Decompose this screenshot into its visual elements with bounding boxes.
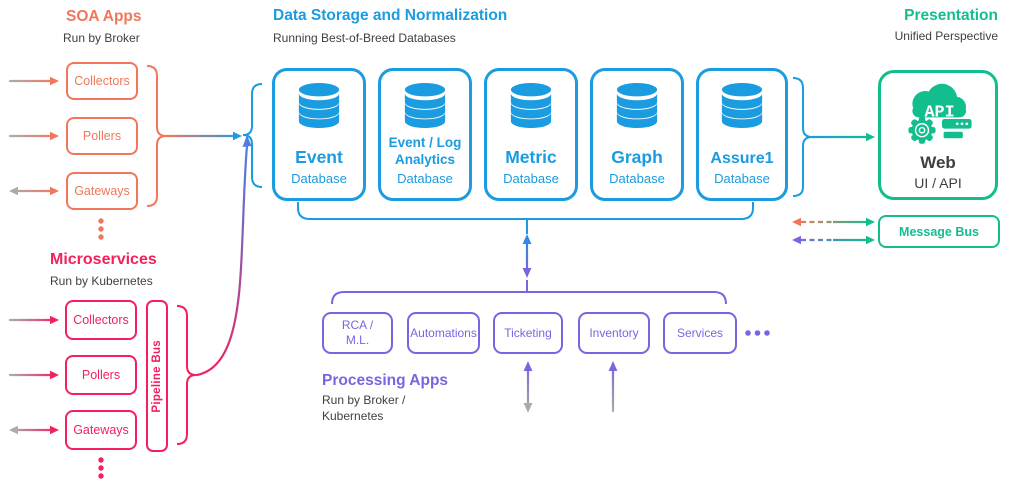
svg-text:API: API	[924, 104, 954, 123]
soa-box-gateways: Gateways	[66, 172, 138, 210]
assure1-right-bracket	[792, 77, 813, 197]
microservices-box-label: Collectors	[73, 313, 129, 327]
web-sub-label: UI / API	[914, 175, 962, 191]
processing-section-title: Processing Apps	[322, 372, 449, 389]
api-cloud-gear-icon: API	[908, 83, 972, 144]
db-sub-label: Database	[397, 170, 453, 186]
processing-box-label: M.L.	[345, 333, 370, 347]
soa-bracket	[146, 65, 167, 207]
storage-processing-double-arrow	[522, 234, 532, 278]
web-label: Web	[920, 153, 956, 172]
inventory-up-arrow	[608, 361, 618, 413]
microservices-bracket	[176, 305, 197, 445]
db-name: Event	[295, 146, 343, 167]
storage-section-subtitle: Running Best-of-Breed Databases	[273, 31, 456, 45]
storage-to-web-arrow	[810, 132, 875, 142]
db-name: Assure1	[710, 149, 774, 167]
messagebus-soa-arrow	[792, 217, 875, 227]
processing-box-ticketing: Ticketing	[493, 312, 563, 354]
storage-bottom-bracket	[297, 202, 754, 234]
db-name: Analytics	[394, 151, 455, 167]
processing-top-bracket	[331, 280, 727, 305]
ticketing-double-arrow	[523, 361, 533, 413]
storage-section-title: Data Storage and Normalization	[273, 7, 508, 24]
processing-box-label: Services	[676, 325, 723, 340]
microservices-box-gateways: Gateways	[65, 410, 137, 450]
pipeline-bus: Pipeline Bus	[146, 300, 168, 452]
db-box-assure1: Assure1 Database	[696, 68, 788, 201]
microservices-box-pollers: Pollers	[65, 355, 137, 395]
db-box-event: Event Database	[272, 68, 366, 201]
db-sub-label: Database	[714, 170, 770, 186]
web-ui-api-box: API Web UI / API	[878, 70, 998, 200]
processing-section-subtitle: Kubernetes	[322, 409, 384, 423]
database-cylinder-icon	[296, 82, 342, 130]
processing-box-inventory: Inventory	[578, 312, 650, 354]
db-box-event-log-analytics: Event / Log Analytics Database	[378, 68, 472, 201]
presentation-header: Presentation Unified Perspective	[895, 7, 998, 43]
soa-input-arrows	[8, 76, 59, 196]
db-sub-label: Database	[291, 170, 347, 186]
soa-box-pollers: Pollers	[66, 117, 138, 155]
soa-more-dots	[98, 218, 104, 240]
microservices-to-storage-curve	[195, 135, 252, 377]
database-cylinder-icon	[508, 82, 554, 130]
soa-to-storage-arrow	[164, 131, 242, 141]
microservices-input-arrows	[8, 315, 59, 435]
processing-box-label: Automations	[410, 325, 477, 340]
soa-box-collectors: Collectors	[66, 62, 138, 100]
db-name: Event / Log	[388, 135, 462, 150]
db-name: Metric	[505, 146, 557, 167]
db-box-metric: Metric Database	[484, 68, 578, 201]
db-name: Graph	[611, 146, 663, 167]
processing-box-label: Ticketing	[504, 325, 552, 340]
event-db-left-bracket	[242, 83, 263, 188]
microservices-box-collectors: Collectors	[65, 300, 137, 340]
processing-box-rca-ml: RCA / M.L.	[322, 312, 393, 354]
soa-section-title: SOA Apps	[66, 8, 142, 25]
db-sub-label: Database	[503, 170, 559, 186]
microservices-box-label: Pollers	[81, 368, 121, 382]
presentation-section-title: Presentation	[904, 7, 998, 24]
processing-box-label: Inventory	[589, 325, 639, 340]
database-cylinder-icon	[614, 82, 660, 130]
microservices-section-subtitle: Run by Kubernetes	[50, 274, 153, 288]
processing-box-services: Services	[663, 312, 737, 354]
presentation-section-subtitle: Unified Perspective	[894, 29, 998, 43]
message-bus-label: Message Bus	[899, 224, 979, 239]
processing-box-label: RCA /	[341, 318, 374, 332]
db-box-graph: Graph Database	[590, 68, 684, 201]
soa-box-label: Gateways	[74, 184, 130, 198]
soa-section-subtitle: Run by Broker	[63, 31, 140, 45]
processing-box-automations: Automations	[407, 312, 480, 354]
pipeline-bus-label: Pipeline Bus	[151, 339, 163, 413]
soa-box-label: Collectors	[74, 74, 130, 88]
db-sub-label: Database	[609, 170, 665, 186]
soa-box-label: Pollers	[82, 129, 122, 143]
processing-section-subtitle: Run by Broker /	[322, 393, 406, 407]
messagebus-processing-arrow	[792, 235, 875, 245]
microservices-box-label: Gateways	[73, 423, 129, 437]
message-bus-box: Message Bus	[878, 215, 1000, 248]
microservices-section-title: Microservices	[50, 251, 157, 268]
processing-more-dots	[745, 330, 770, 336]
microservices-more-dots	[98, 457, 104, 479]
database-cylinder-icon	[402, 82, 448, 130]
database-cylinder-icon	[719, 82, 765, 130]
